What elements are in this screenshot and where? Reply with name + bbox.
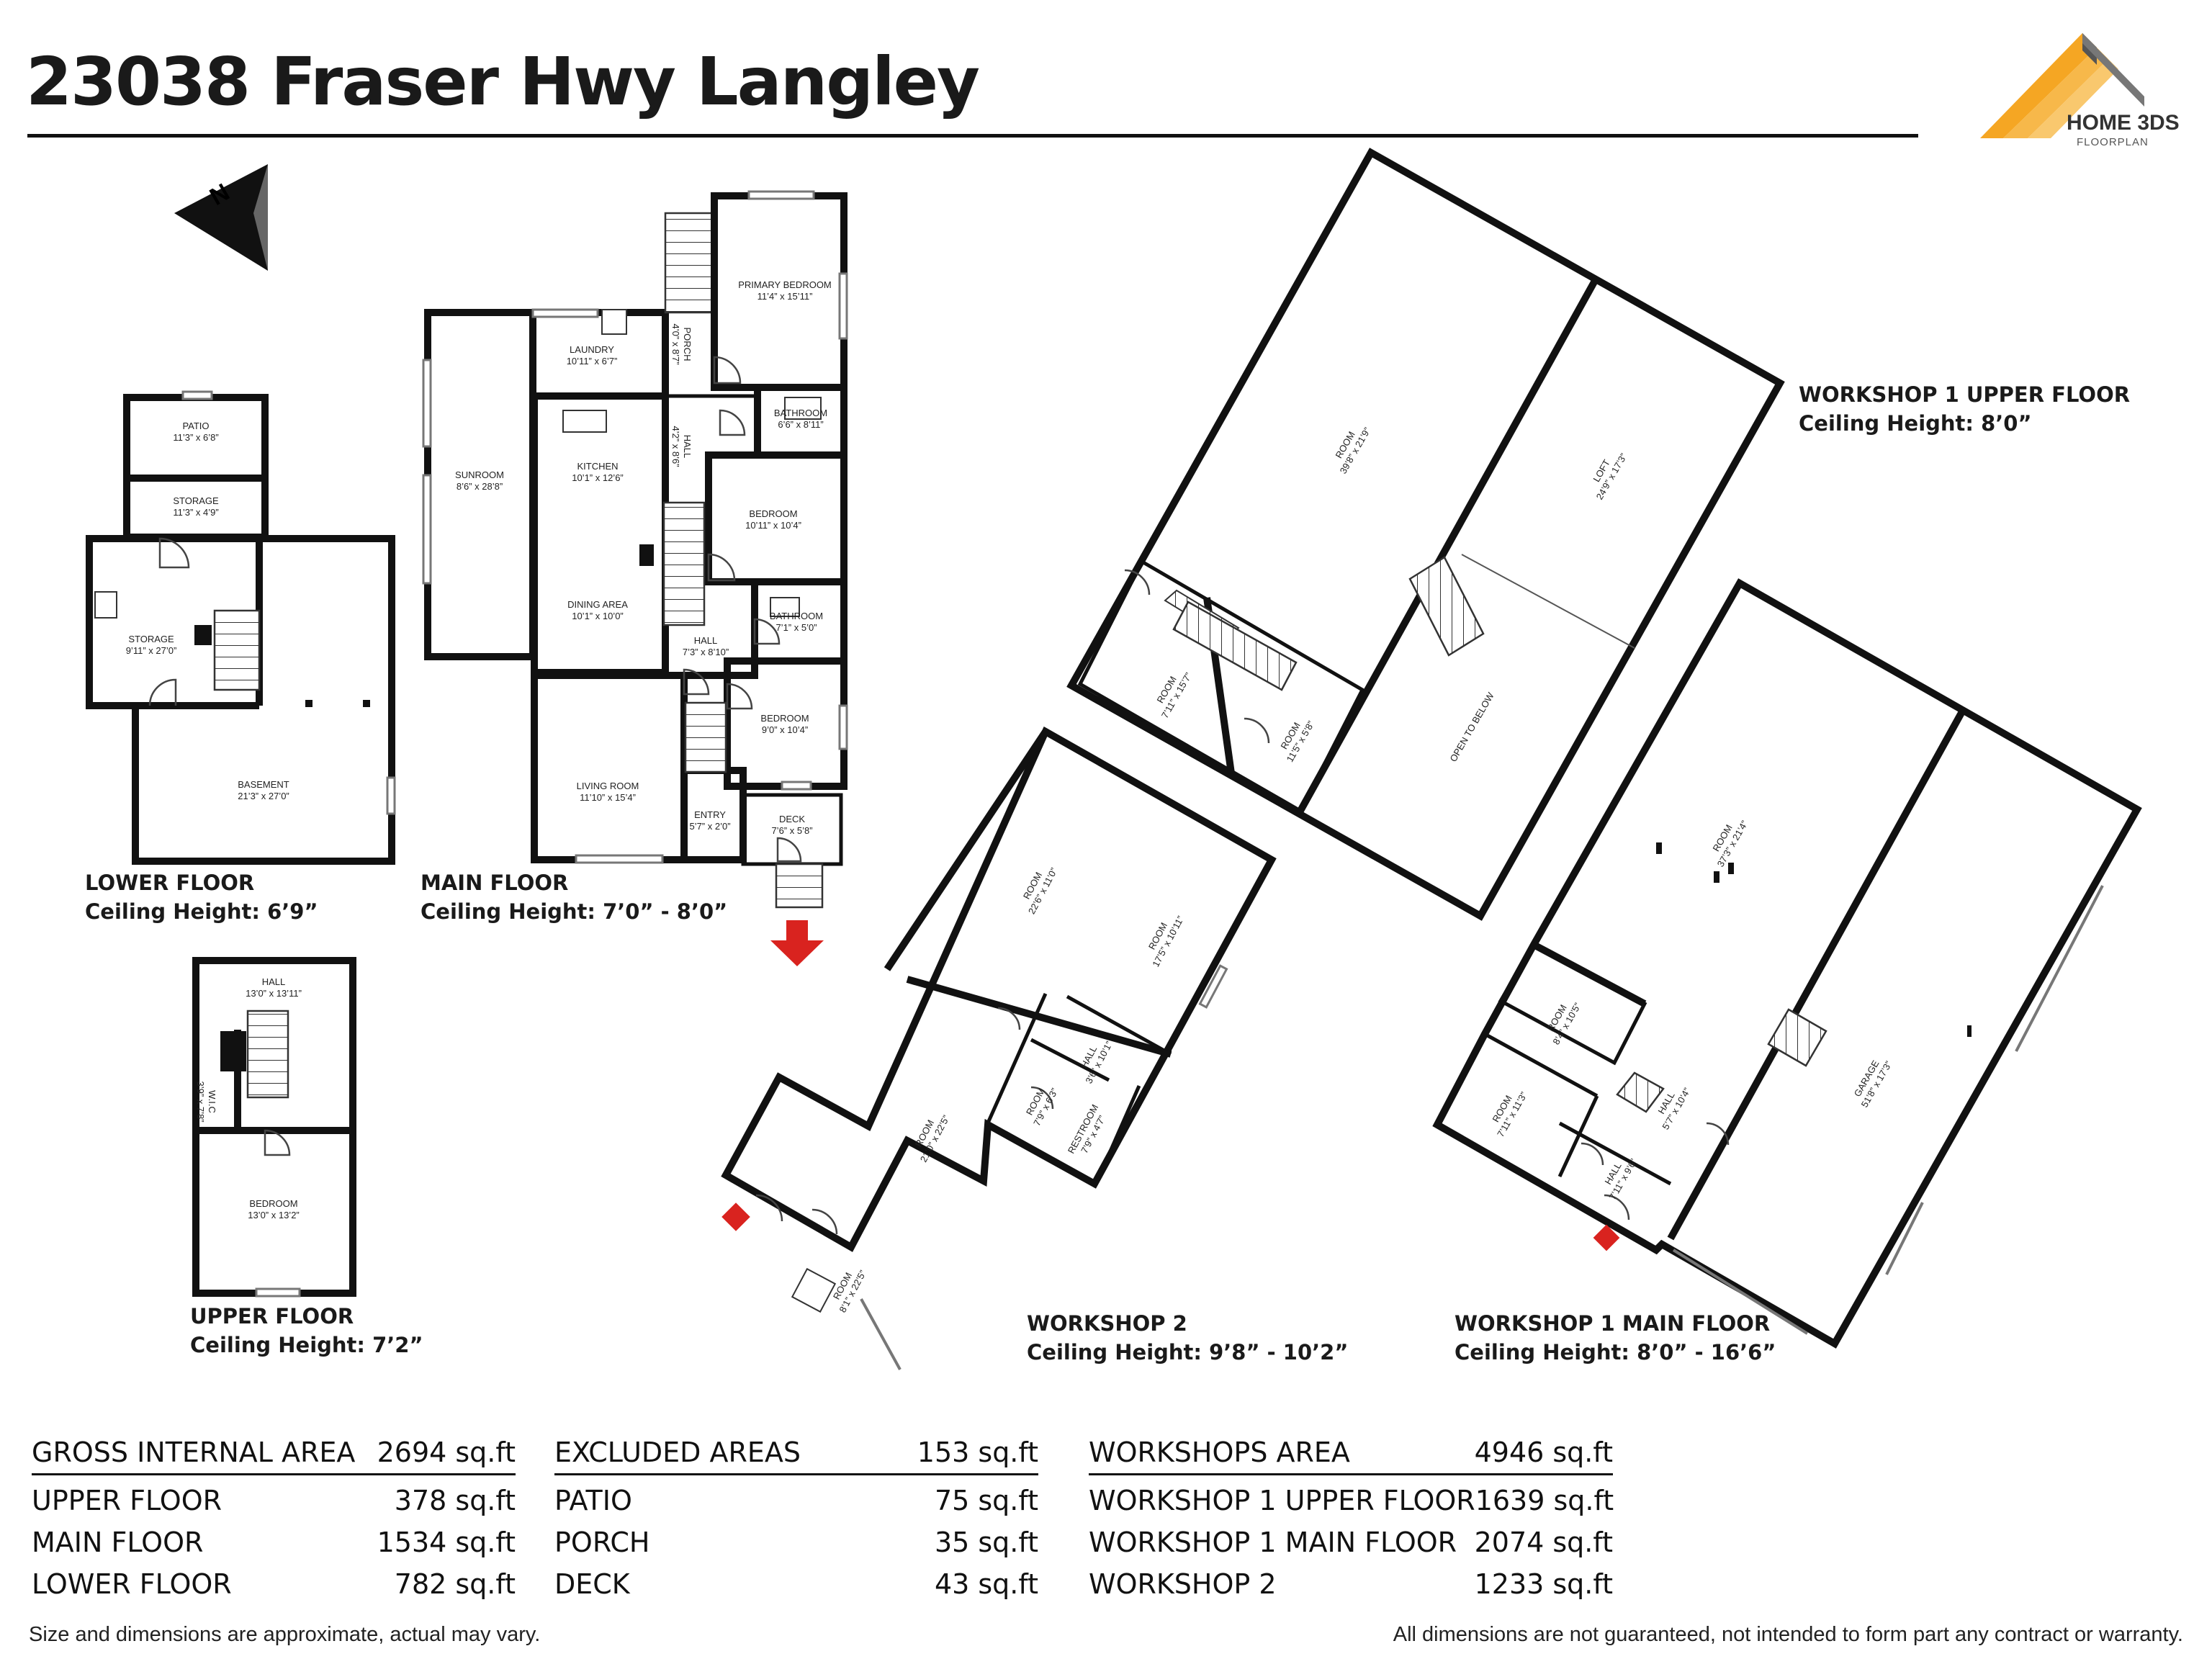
excluded-area-header: EXCLUDED AREAS 153 sq.ft	[554, 1431, 1038, 1475]
footer-disclaimer-right: All dimensions are not guaranteed, not i…	[1393, 1623, 2183, 1646]
lower-floor-ceiling: Ceiling Height: 6’9”	[85, 899, 318, 924]
workshop1-upper-plan	[1066, 148, 1785, 921]
logo-sub: FLOORPLAN	[2077, 136, 2149, 148]
home3ds-logo: HOME 3DS FLOORPLAN	[1980, 33, 2180, 148]
workshop2-ceiling: Ceiling Height: 9’8” - 10’2”	[1027, 1340, 1349, 1364]
compass-north-icon: N	[174, 164, 268, 271]
main-floor-plan	[422, 190, 848, 966]
logo-roof-icon	[1980, 33, 2144, 138]
workshop1-main-title: WORKSHOP 1 MAIN FLOOR	[1455, 1311, 1771, 1336]
room-label: OPEN TO BELOW	[1447, 690, 1496, 763]
title-divider	[27, 134, 1918, 138]
room-label: ROOM39’8” x 21’9”	[1328, 420, 1373, 475]
workshop2-title: WORKSHOP 2	[1027, 1311, 1187, 1336]
workshop2-plan	[721, 726, 1277, 1370]
room-label: RESTROOM7’9” x 4’7”	[1066, 1102, 1111, 1161]
room-label: ROOM7’11” x 11’3”	[1485, 1084, 1529, 1139]
gross-area-header: GROSS INTERNAL AREA 2694 sq.ft	[32, 1431, 516, 1475]
lower-floor-plan	[86, 390, 396, 865]
room-label: LOFT24’9” x 17’3”	[1584, 446, 1629, 501]
room-label: ROOM8’4” x 10’5”	[1541, 995, 1583, 1046]
workshop1-upper-title: WORKSHOP 1 UPPER FLOOR	[1799, 382, 2131, 407]
upper-floor-title: UPPER FLOOR	[190, 1304, 354, 1328]
upper-floor-ceiling: Ceiling Height: 7’2”	[190, 1333, 423, 1357]
room-label: HALL4’2” x 8’6”	[670, 426, 693, 467]
room-label: ROOM11’5” x 5’8”	[1274, 714, 1317, 764]
room-label: PORCH4’0” x 8’7”	[670, 323, 693, 364]
room-label: ROOM17’5” x 10’11”	[1140, 909, 1186, 968]
room-label: HALL3’6” x 10’1”	[1073, 1034, 1115, 1085]
room-label: ROOM22’6” x 11’0”	[1016, 860, 1060, 916]
gross-area-table: GROSS INTERNAL AREA 2694 sq.ft UPPER FLO…	[32, 1431, 516, 1605]
room-label: ROOM37’3” x 21’4”	[1705, 813, 1750, 868]
footer-disclaimer-left: Size and dimensions are approximate, act…	[29, 1623, 541, 1646]
room-label: ROOM7’11” x 15’7”	[1149, 665, 1194, 720]
workshop1-upper-ceiling: Ceiling Height: 8’0”	[1799, 411, 2032, 436]
workshops-area-header: WORKSHOPS AREA 4946 sq.ft	[1089, 1431, 1613, 1475]
room-label: ROOM21’0” x 22’5”	[908, 1108, 952, 1164]
upper-floor-plan	[192, 957, 356, 1298]
room-label: GARAGE51’8” x 17’3”	[1849, 1053, 1894, 1109]
room-label: HALL7’11” x 9’6”	[1597, 1151, 1640, 1202]
room-label: ROOM7’9” x 6’3”	[1021, 1081, 1060, 1128]
workshop1-main-plan	[1432, 578, 2142, 1349]
workshop1-main-ceiling: Ceiling Height: 8’0” - 16’6”	[1455, 1340, 1776, 1364]
main-floor-ceiling: Ceiling Height: 7’0” - 8’0”	[421, 899, 728, 924]
workshops-area-table: WORKSHOPS AREA 4946 sq.ft WORKSHOP 1 UPP…	[1089, 1431, 1614, 1605]
lower-floor-title: LOWER FLOOR	[85, 871, 255, 895]
room-label: W.I.C3’9” x 7’8”	[195, 1081, 217, 1122]
logo-name: HOME 3DS	[2067, 111, 2180, 135]
main-floor-title: MAIN FLOOR	[421, 871, 569, 895]
page-title: 23038 Fraser Hwy Langley	[26, 43, 980, 120]
